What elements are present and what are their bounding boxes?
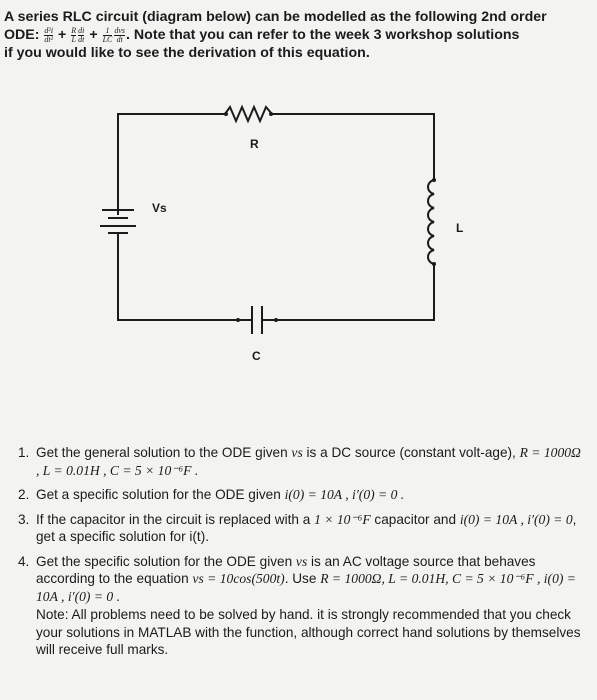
- wire-bottom-left: [117, 232, 252, 321]
- wire-top-right: [272, 113, 435, 180]
- wire-top-left: [117, 113, 225, 215]
- inductor-label: L: [456, 221, 463, 235]
- question-3: 3. If the capacitor in the circuit is re…: [18, 511, 577, 545]
- source-label: Vs: [152, 201, 167, 215]
- wire-right-bottom: [262, 264, 435, 321]
- resistor-symbol: [224, 104, 273, 124]
- note-text: Note: All problems need to be solved by …: [36, 607, 581, 657]
- question-list: 1. Get the general solution to the ODE g…: [18, 444, 583, 666]
- intro-line1: A series RLC circuit (diagram below) can…: [4, 9, 547, 25]
- intro-line2-rest: . Note that you can refer to the week 3 …: [126, 27, 520, 43]
- capacitor-label: C: [252, 349, 261, 363]
- rlc-circuit-diagram: R Vs L C: [100, 104, 463, 363]
- question-1: 1. Get the general solution to the ODE g…: [18, 445, 581, 478]
- question-4: 4. Get the specific solution for the ODE…: [18, 553, 583, 659]
- inductor-symbol: [427, 179, 435, 265]
- intro-line3: if you would like to see the derivation …: [4, 45, 370, 61]
- ode-label: ODE:: [4, 27, 40, 43]
- question-2: 2. Get a specific solution for the ODE g…: [18, 487, 405, 502]
- resistor-label: R: [250, 137, 259, 151]
- problem-intro: A series RLC circuit (diagram below) can…: [4, 8, 592, 62]
